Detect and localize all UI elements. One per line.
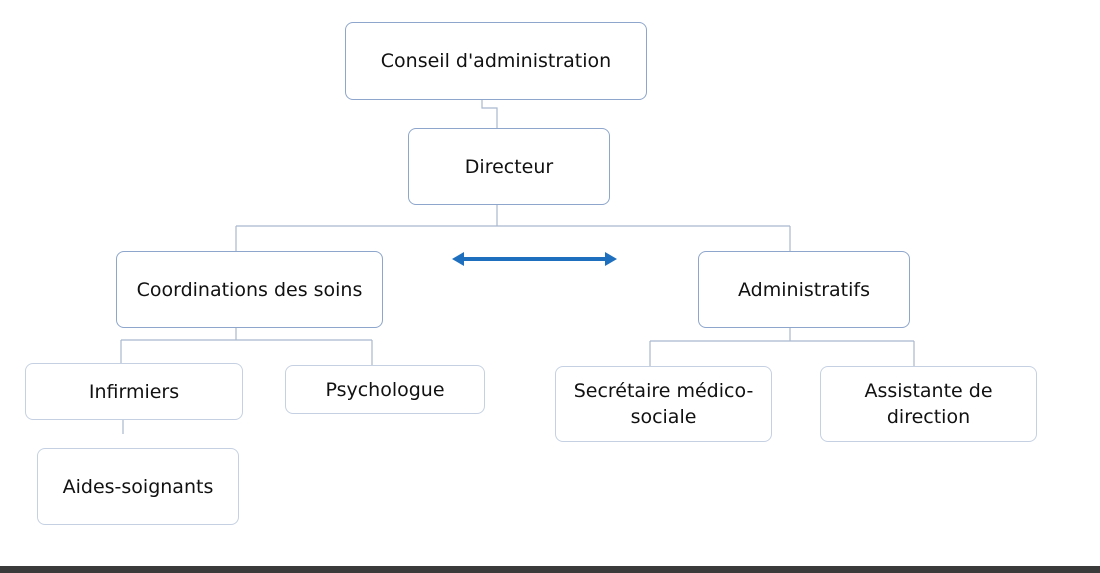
connector-conseil-directeur [481, 100, 498, 128]
bottom-divider [0, 566, 1100, 573]
node-label: Assistante de direction [864, 380, 993, 428]
node-assistante-direction: Assistante de direction [820, 366, 1037, 442]
node-aides-soignants: Aides-soignants [37, 448, 239, 525]
node-label: Coordinations des soins [136, 278, 363, 301]
node-administratifs: Administratifs [698, 251, 910, 328]
node-psychologue: Psychologue [285, 365, 485, 414]
node-infirmiers: Infirmiers [25, 363, 243, 420]
node-label: Psychologue [325, 378, 445, 401]
node-label: Aides-soignants [62, 475, 214, 498]
double-arrow-icon [452, 252, 617, 266]
node-label: Directeur [464, 155, 554, 178]
node-secretaire-medico-sociale: Secrétaire médico- sociale [555, 366, 772, 442]
node-directeur: Directeur [408, 128, 610, 205]
node-label: Infirmiers [88, 380, 180, 403]
node-label: Administratifs [738, 278, 870, 301]
node-label: Secrétaire médico- sociale [573, 380, 754, 428]
node-coordinations-soins: Coordinations des soins [116, 251, 383, 328]
node-conseil-administration: Conseil d'administration [345, 22, 647, 100]
node-label: Conseil d'administration [380, 50, 612, 72]
